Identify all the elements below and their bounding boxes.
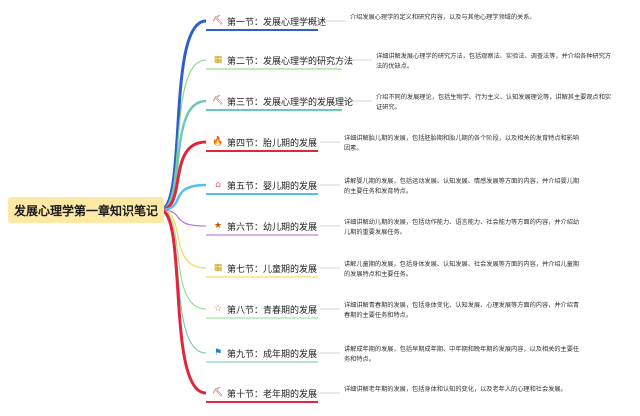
root-topic[interactable]: 发展心理学第一章知识笔记 <box>8 197 164 223</box>
section-node-3[interactable]: ⛏第三节：发展心理学的发展理论 <box>212 92 353 110</box>
section-label: 第八节：青春期的发展 <box>227 305 318 316</box>
section-description-1: 介绍发展心理学的定义和研究内容，以及与其他心理学领域的关系。 <box>350 14 536 21</box>
flame-icon: 🔥 <box>212 137 224 147</box>
flag-icon: ⚑ <box>213 348 223 358</box>
branch-line <box>159 140 207 212</box>
star-outline-icon: ☆ <box>213 304 223 314</box>
section-node-6[interactable]: ★ 第六节：幼儿期的发展 <box>212 217 317 235</box>
section-description-4: 详细讲解胎儿期的发展，包括胚胎期和胎儿期的各个阶段，以及相关的发育特点和影响因素… <box>344 135 580 152</box>
section-description-10: 详细讲解老年期的发展，包括身体和认知的变化，以及老年人的心理和社会发展。 <box>344 386 567 393</box>
branch-line <box>159 209 207 354</box>
section-label: 第九节：成年期的发展 <box>227 349 318 360</box>
root-topic-label: 发展心理学第一章知识笔记 <box>13 203 158 218</box>
branch-line <box>159 59 207 211</box>
branch-line <box>159 209 207 310</box>
coins-icon: ▦ <box>213 55 223 65</box>
branch-line <box>159 209 207 269</box>
coins-icon: ▦ <box>213 263 223 273</box>
branch-line <box>159 19 207 212</box>
section-label: 第三节：发展心理学的发展理论 <box>227 97 354 108</box>
section-label: 第七节：儿童期的发展 <box>227 264 318 275</box>
pickaxe-icon: ⛏ <box>212 388 224 398</box>
star-icon: ★ <box>213 221 223 231</box>
branch-line <box>159 209 207 227</box>
branch-line <box>159 208 207 395</box>
section-description-8: 详细讲解青春期的发展，包括身体变化、认知发展、心理发展等方面的内容，并介绍青春期… <box>344 302 580 319</box>
home-icon: ⌂ <box>215 180 221 190</box>
section-label: 第四节：胎儿期的发展 <box>227 138 318 149</box>
section-description-7: 讲解儿童期的发展，包括身体发展、认知发展、社会发展等方面的内容，并介绍儿童期的发… <box>344 261 580 278</box>
section-label: 第一节：发展心理学概述 <box>227 17 327 28</box>
section-node-10[interactable]: ⛏第十节：老年期的发展 <box>212 384 317 402</box>
pickaxe-icon: ⛏ <box>212 96 224 106</box>
branch-line <box>159 183 207 212</box>
section-label: 第六节：幼儿期的发展 <box>227 222 318 233</box>
section-node-2[interactable]: ▦ 第二节：发展心理学的研究方法 <box>212 51 353 69</box>
section-label: 第二节：发展心理学的研究方法 <box>227 56 354 67</box>
section-description-5: 讲解婴儿期的发展，包括运动发展、认知发展、情感发展等方面的内容，并介绍婴儿期的主… <box>344 178 580 195</box>
section-node-4[interactable]: 🔥第四节：胎儿期的发展 <box>212 133 317 151</box>
section-label: 第五节：婴儿期的发展 <box>227 181 318 192</box>
pickaxe-icon: ⛏ <box>212 16 224 26</box>
section-node-9[interactable]: ⚑ 第九节：成年期的发展 <box>212 344 317 362</box>
section-node-1[interactable]: ⛏第一节：发展心理学概述 <box>212 12 326 30</box>
section-label: 第十节：老年期的发展 <box>227 389 318 400</box>
section-node-8[interactable]: ☆ 第八节：青春期的发展 <box>212 300 317 318</box>
section-description-9: 讲解成年期的发展，包括早期成年期、中年期和晚年期的发展内容，以及相关的主要任务和… <box>344 346 580 363</box>
section-description-2: 详细讲解发展心理学的研究方法，包括观察法、实验法、调查法等，并介绍各种研究方法的… <box>376 53 612 70</box>
section-description-6: 详细讲解幼儿期的发展，包括动作能力、语言能力、社会能力等方面的内容，并介绍幼儿期… <box>344 219 580 236</box>
section-node-7[interactable]: ▦ 第七节：儿童期的发展 <box>212 259 317 277</box>
section-node-5[interactable]: ⌂ 第五节：婴儿期的发展 <box>212 176 317 194</box>
section-description-3: 介绍不同的发展理论，包括生物学、行为主义、认知发展理论等，讲解其主要观点和实证研… <box>376 94 612 111</box>
